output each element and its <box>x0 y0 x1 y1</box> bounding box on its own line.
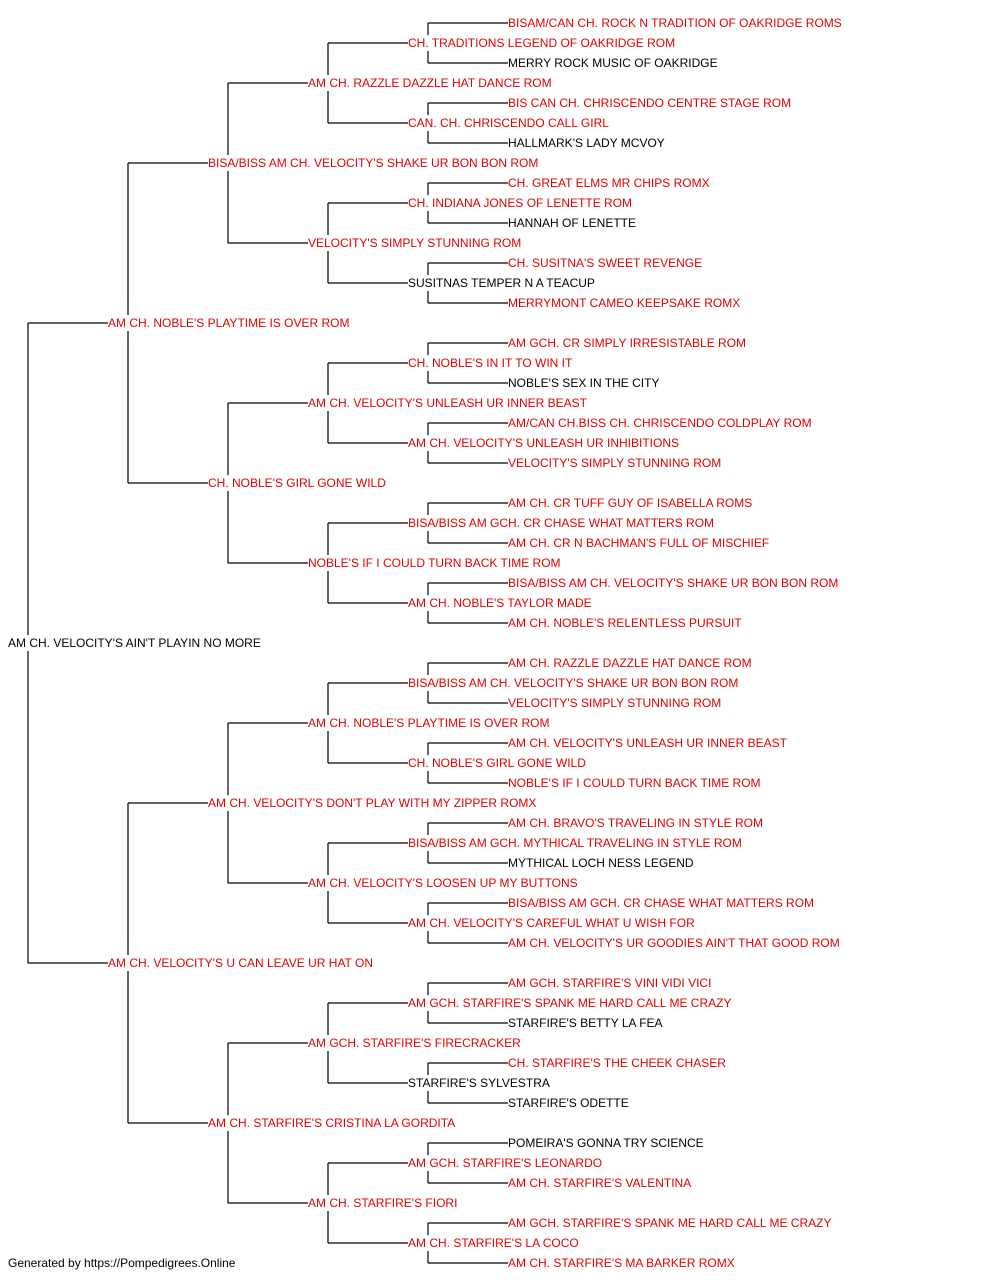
gg-grandparent-name: CH. INDIANA JONES OF LENETTE ROM <box>408 196 632 210</box>
ggg-grandparent-name: STARFIRE'S ODETTE <box>508 1096 629 1110</box>
ggg-grandparent-name: AM CH. VELOCITY'S UR GOODIES AIN'T THAT … <box>508 936 840 950</box>
gg-grandparent-name: CH. TRADITIONS LEGEND OF OAKRIDGE ROM <box>408 36 675 50</box>
gg-grandparent-name: AM CH. STARFIRE'S LA COCO <box>408 1236 579 1250</box>
ggg-grandparent-name: CH. SUSITNA'S SWEET REVENGE <box>508 256 702 270</box>
ggg-grandparent-name: BISAM/CAN CH. ROCK N TRADITION OF OAKRID… <box>508 16 842 30</box>
gg-grandparent-name: BISA/BISS AM GCH. CR CHASE WHAT MATTERS … <box>408 516 714 530</box>
great-grandparent-name: VELOCITY'S SIMPLY STUNNING ROM <box>308 236 521 250</box>
ggg-grandparent-name: AM/CAN CH.BISS CH. CHRISCENDO COLDPLAY R… <box>508 416 812 430</box>
ggg-grandparent-name: CH. STARFIRE'S THE CHEEK CHASER <box>508 1056 726 1070</box>
ggg-grandparent-name: AM CH. RAZZLE DAZZLE HAT DANCE ROM <box>508 656 752 670</box>
gg-grandparent-name: STARFIRE'S SYLVESTRA <box>408 1076 550 1090</box>
footer-credit: Generated by https://Pompedigrees.Online <box>8 1256 236 1270</box>
ggg-grandparent-name: AM CH. NOBLE'S RELENTLESS PURSUIT <box>508 616 742 630</box>
ggg-grandparent-name: AM CH. STARFIRE'S MA BARKER ROMX <box>508 1256 735 1270</box>
ggg-grandparent-name: AM CH. VELOCITY'S UNLEASH UR INNER BEAST <box>508 736 788 750</box>
grandparent-name: AM CH. STARFIRE'S CRISTINA LA GORDITA <box>208 1116 455 1130</box>
ggg-grandparent-name: AM GCH. STARFIRE'S SPANK ME HARD CALL ME… <box>508 1216 831 1230</box>
ggg-grandparent-name: VELOCITY'S SIMPLY STUNNING ROM <box>508 696 721 710</box>
gg-grandparent-name: AM CH. VELOCITY'S UNLEASH UR INHIBITIONS <box>408 436 679 450</box>
great-grandparent-name: AM CH. NOBLE'S PLAYTIME IS OVER ROM <box>308 716 549 730</box>
ggg-grandparent-name: AM CH. BRAVO'S TRAVELING IN STYLE ROM <box>508 816 763 830</box>
ggg-grandparent-name: BIS CAN CH. CHRISCENDO CENTRE STAGE ROM <box>508 96 791 110</box>
gg-grandparent-name: CH. NOBLE'S IN IT TO WIN IT <box>408 356 573 370</box>
gg-grandparent-name: CAN. CH. CHRISCENDO CALL GIRL <box>408 116 609 130</box>
ggg-grandparent-name: AM GCH. STARFIRE'S VINI VIDI VICI <box>508 976 711 990</box>
gg-grandparent-name: AM GCH. STARFIRE'S LEONARDO <box>408 1156 602 1170</box>
gg-grandparent-name: AM CH. VELOCITY'S CAREFUL WHAT U WISH FO… <box>408 916 695 930</box>
great-grandparent-name: AM CH. STARFIRE'S FIORI <box>308 1196 457 1210</box>
ggg-grandparent-name: BISA/BISS AM GCH. CR CHASE WHAT MATTERS … <box>508 896 814 910</box>
grandparent-name: CH. NOBLE'S GIRL GONE WILD <box>208 476 386 490</box>
ggg-grandparent-name: NOBLE'S SEX IN THE CITY <box>508 376 659 390</box>
great-grandparent-name: AM CH. VELOCITY'S LOOSEN UP MY BUTTONS <box>308 876 578 890</box>
ggg-grandparent-name: AM CH. CR TUFF GUY OF ISABELLA ROMS <box>508 496 752 510</box>
great-grandparent-name: AM CH. RAZZLE DAZZLE HAT DANCE ROM <box>308 76 552 90</box>
ggg-grandparent-name: CH. GREAT ELMS MR CHIPS ROMX <box>508 176 710 190</box>
ggg-grandparent-name: HALLMARK'S LADY MCVOY <box>508 136 665 150</box>
ggg-grandparent-name: VELOCITY'S SIMPLY STUNNING ROM <box>508 456 721 470</box>
dog-name: AM CH. VELOCITY'S AIN'T PLAYIN NO MORE <box>8 636 261 650</box>
gg-grandparent-name: AM GCH. STARFIRE'S SPANK ME HARD CALL ME… <box>408 996 731 1010</box>
ggg-grandparent-name: MERRY ROCK MUSIC OF OAKRIDGE <box>508 56 718 70</box>
grandparent-name: AM CH. VELOCITY'S DON'T PLAY WITH MY ZIP… <box>208 796 536 810</box>
gg-grandparent-name: BISA/BISS AM CH. VELOCITY'S SHAKE UR BON… <box>408 676 738 690</box>
ggg-grandparent-name: AM CH. STARFIRE'S VALENTINA <box>508 1176 691 1190</box>
ggg-grandparent-name: NOBLE'S IF I COULD TURN BACK TIME ROM <box>508 776 761 790</box>
gg-grandparent-name: BISA/BISS AM GCH. MYTHICAL TRAVELING IN … <box>408 836 742 850</box>
great-grandparent-name: AM GCH. STARFIRE'S FIRECRACKER <box>308 1036 521 1050</box>
ggg-grandparent-name: HANNAH OF LENETTE <box>508 216 636 230</box>
parent-name: AM CH. NOBLE'S PLAYTIME IS OVER ROM <box>108 316 349 330</box>
great-grandparent-name: NOBLE'S IF I COULD TURN BACK TIME ROM <box>308 556 561 570</box>
parent-name: AM CH. VELOCITY'S U CAN LEAVE UR HAT ON <box>108 956 373 970</box>
ggg-grandparent-name: MERRYMONT CAMEO KEEPSAKE ROMX <box>508 296 740 310</box>
gg-grandparent-name: SUSITNAS TEMPER N A TEACUP <box>408 276 595 290</box>
gg-grandparent-name: AM CH. NOBLE'S TAYLOR MADE <box>408 596 592 610</box>
ggg-grandparent-name: MYTHICAL LOCH NESS LEGEND <box>508 856 694 870</box>
ggg-grandparent-name: STARFIRE'S BETTY LA FEA <box>508 1016 663 1030</box>
ggg-grandparent-name: POMEIRA'S GONNA TRY SCIENCE <box>508 1136 704 1150</box>
gg-grandparent-name: CH. NOBLE'S GIRL GONE WILD <box>408 756 586 770</box>
ggg-grandparent-name: BISA/BISS AM CH. VELOCITY'S SHAKE UR BON… <box>508 576 838 590</box>
ggg-grandparent-name: AM GCH. CR SIMPLY IRRESISTABLE ROM <box>508 336 746 350</box>
great-grandparent-name: AM CH. VELOCITY'S UNLEASH UR INNER BEAST <box>308 396 588 410</box>
grandparent-name: BISA/BISS AM CH. VELOCITY'S SHAKE UR BON… <box>208 156 538 170</box>
ggg-grandparent-name: AM CH. CR N BACHMAN'S FULL OF MISCHIEF <box>508 536 769 550</box>
